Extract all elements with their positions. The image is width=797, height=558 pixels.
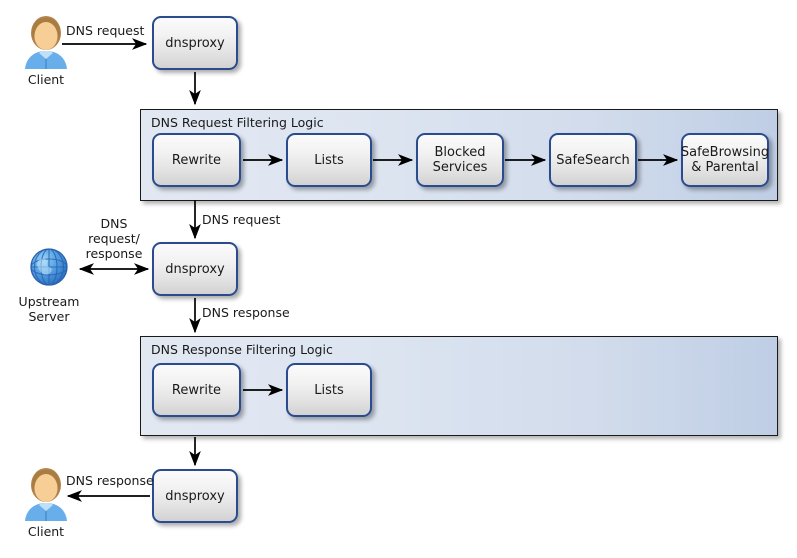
- person-icon: [20, 466, 72, 522]
- stage-safesearch-label: SafeSearch: [556, 152, 630, 168]
- edge-label-proxy-to-request-filter: DNS request: [202, 212, 281, 227]
- stage-safebrowsing-parental[interactable]: SafeBrowsing & Parental: [681, 133, 769, 187]
- client-bottom-caption: Client: [27, 524, 65, 539]
- dnsproxy-top-node[interactable]: dnsproxy: [152, 16, 238, 70]
- stage-lists-response-label: Lists: [314, 382, 344, 398]
- edge-label-proxy-to-response-filter: DNS response: [202, 305, 290, 320]
- stage-safesearch[interactable]: SafeSearch: [549, 133, 637, 187]
- stage-lists-request-label: Lists: [314, 152, 344, 168]
- upstream-server-caption-line1: Upstream: [18, 294, 80, 309]
- stage-safebrowsing-label-line1: SafeBrowsing: [680, 145, 770, 160]
- dnsproxy-middle-label: dnsproxy: [165, 261, 225, 277]
- edge-label-upstream-line3: response: [85, 246, 143, 261]
- stage-blocked-services-label-line1: Blocked: [434, 145, 486, 160]
- globe-icon: [25, 243, 73, 291]
- stage-rewrite-response-label: Rewrite: [171, 382, 222, 398]
- stage-lists-request[interactable]: Lists: [286, 133, 372, 187]
- client-top-caption: Client: [27, 72, 65, 87]
- dnsproxy-bottom-label: dnsproxy: [165, 488, 225, 504]
- stage-safebrowsing-label-line2: & Parental: [691, 160, 759, 175]
- edge-label-client-to-proxy: DNS request: [66, 23, 145, 38]
- upstream-server-caption-line2: Server: [28, 309, 70, 324]
- person-icon: [20, 14, 72, 70]
- edge-label-upstream-line2: request/: [88, 231, 140, 246]
- stage-rewrite-request[interactable]: Rewrite: [152, 133, 241, 187]
- edge-label-proxy-to-client: DNS response: [66, 473, 154, 488]
- stage-blocked-services[interactable]: Blocked Services: [416, 133, 504, 187]
- request-filtering-title: DNS Request Filtering Logic: [151, 115, 324, 130]
- response-filtering-group: DNS Response Filtering Logic: [140, 336, 778, 436]
- dnsproxy-bottom-node[interactable]: dnsproxy: [152, 469, 238, 523]
- stage-rewrite-request-label: Rewrite: [171, 152, 222, 168]
- dnsproxy-top-label: dnsproxy: [165, 35, 225, 51]
- edge-label-upstream-line1: DNS: [100, 216, 128, 231]
- upstream-server-caption: Upstream Server: [8, 294, 90, 324]
- dnsproxy-middle-node[interactable]: dnsproxy: [152, 242, 238, 296]
- stage-rewrite-response[interactable]: Rewrite: [152, 363, 241, 417]
- stage-blocked-services-label-line2: Services: [432, 160, 488, 175]
- edge-label-upstream-bidirectional: DNS request/ response: [78, 216, 150, 261]
- response-filtering-title: DNS Response Filtering Logic: [151, 342, 333, 357]
- stage-lists-response[interactable]: Lists: [286, 363, 372, 417]
